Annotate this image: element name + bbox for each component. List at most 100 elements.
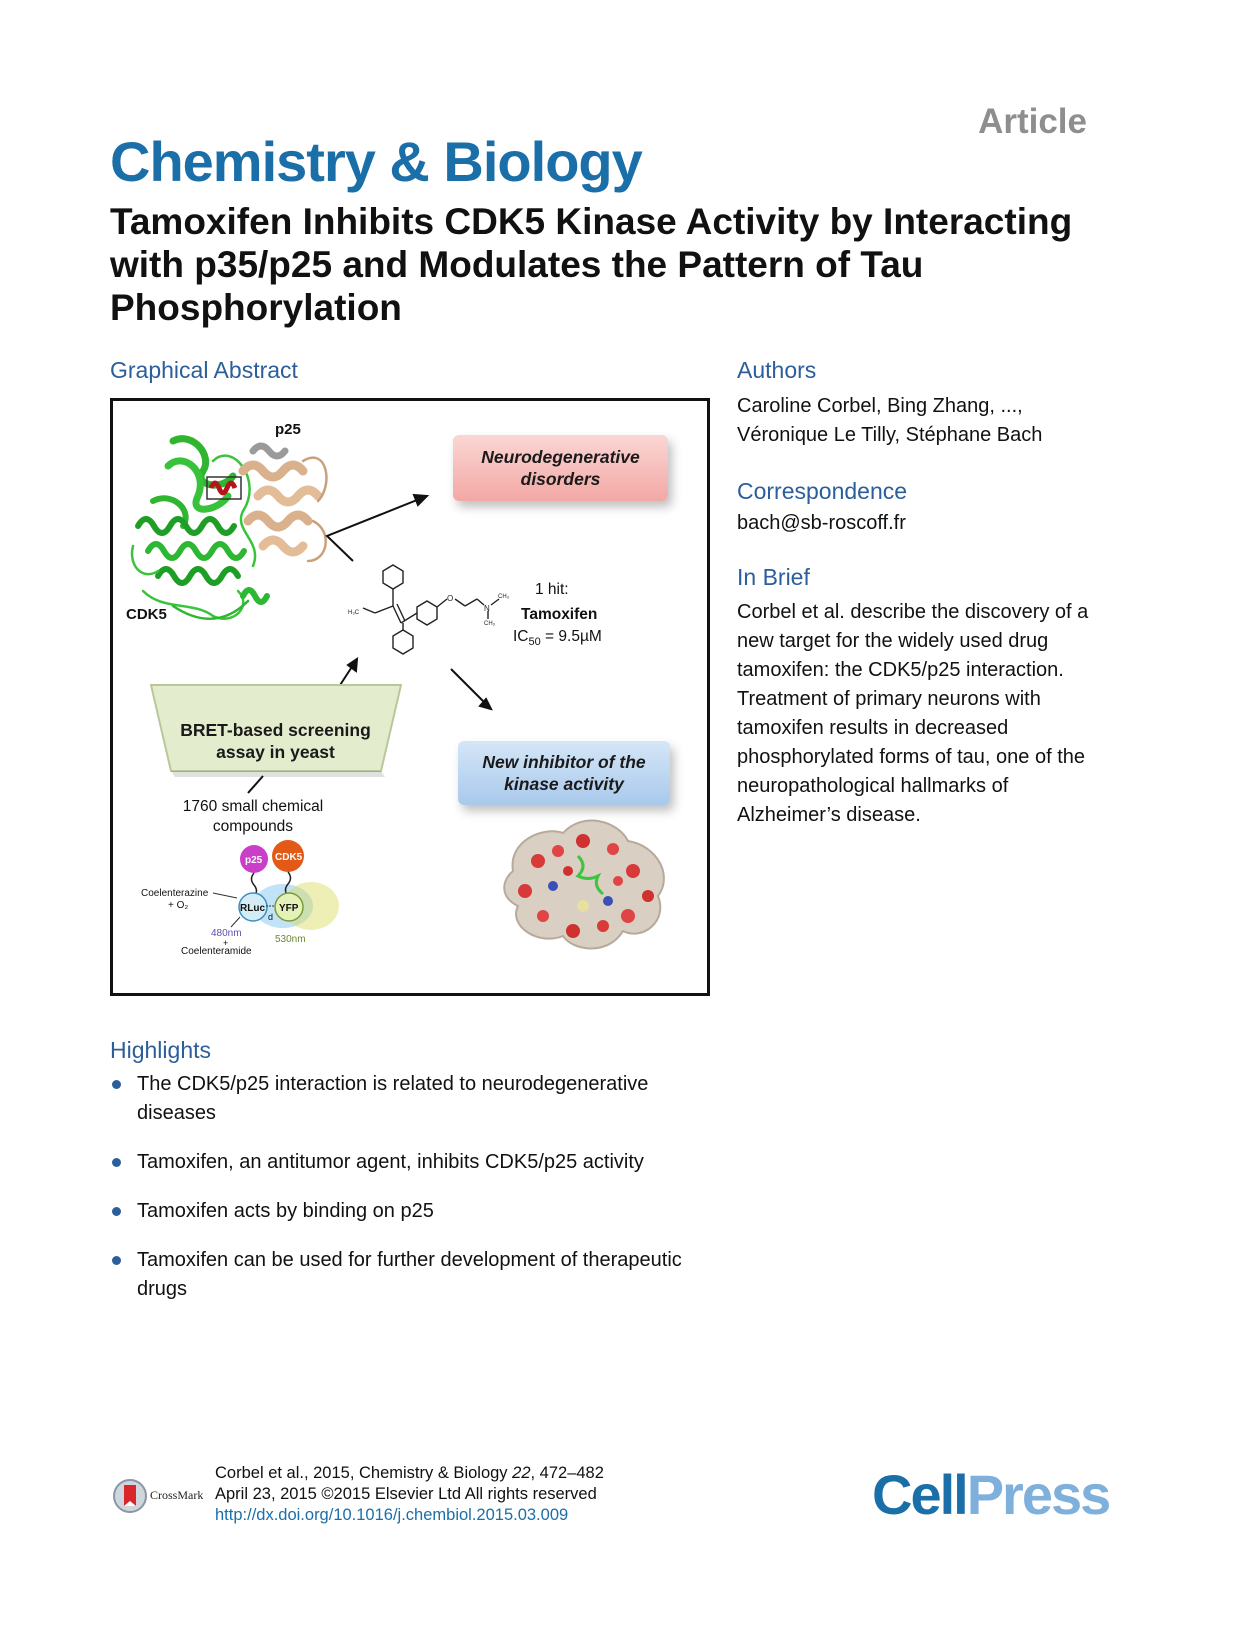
arrows: [247, 493, 493, 794]
citation-line: Corbel et al., 2015, Chemistry & Biology…: [215, 1463, 604, 1484]
citation-prefix: Corbel et al., 2015, Chemistry & Biology: [215, 1464, 513, 1482]
graphical-abstract-svg: p25 CDK5: [126, 421, 665, 957]
yfp-ball-icon: [274, 892, 304, 922]
coelenterazine-label: Coelenterazine: [141, 888, 209, 899]
ic50-sub: 50: [529, 636, 541, 648]
compounds-line1: 1760 small chemical: [182, 798, 324, 815]
yfp-label: YFP: [279, 903, 299, 914]
authors-list: Caroline Corbel, Bing Zhang, ..., Véroni…: [737, 392, 1147, 450]
neurodegenerative-disorders-pill: Neurodegenerative disorders: [453, 435, 668, 501]
bullet-icon: [112, 1207, 121, 1216]
highlights-heading: Highlights: [110, 1037, 211, 1063]
doi-link[interactable]: http://dx.doi.org/10.1016/j.chembiol.201…: [215, 1506, 569, 1524]
bret-line2: assay in yeast: [216, 742, 335, 762]
highlight-text: Tamoxifen can be used for further develo…: [137, 1249, 682, 1300]
arrow-head-neuro: [412, 493, 430, 507]
in-brief-text: Corbel et al. describe the discovery of …: [737, 598, 1147, 830]
arrow-head-bret: [346, 657, 359, 673]
article-type-tag: Article: [978, 102, 1087, 141]
citation-volume: 22: [512, 1464, 531, 1482]
compounds-line2: compounds: [212, 818, 294, 835]
correspondence-email[interactable]: bach@sb-roscoff.fr: [737, 512, 906, 534]
cdk5-label: CDK5: [126, 606, 167, 623]
o2-label: + O₂: [168, 900, 188, 911]
citation-block: Corbel et al., 2015, Chemistry & Biology…: [215, 1463, 604, 1526]
article-title: Tamoxifen Inhibits CDK5 Kinase Activity …: [110, 201, 1073, 328]
chem-h3c-label: H₃C: [348, 610, 360, 616]
red-helix-icon: [208, 480, 238, 496]
bret-assay-label: BRET-based screening assay in yeast: [153, 719, 398, 763]
in-brief-line: tamoxifen results in decreased: [737, 717, 1009, 739]
crossmark-label: CrossMark: [150, 1488, 204, 1502]
highlight-text: The CDK5/p25 interaction is related to n…: [137, 1073, 649, 1124]
rluc-ball-icon: [238, 892, 268, 922]
p25-ball-icon: [240, 845, 268, 873]
bullet-icon: [112, 1080, 121, 1089]
cdk5-protein-icon: [130, 435, 270, 620]
arrow-head-inhibitor: [478, 697, 493, 711]
date-line: April 23, 2015 ©2015 Elsevier Ltd All ri…: [215, 1485, 597, 1503]
compounds-label: 1760 small chemical compounds: [143, 797, 363, 837]
in-brief-heading: In Brief: [737, 564, 810, 590]
ic50-text: IC50 = 9.5µM: [513, 628, 602, 648]
highlight-item: Tamoxifen, an antitumor agent, inhibits …: [110, 1148, 710, 1177]
protein-surface-icon: [503, 819, 665, 950]
journal-name: Chemistry & Biology: [110, 130, 643, 193]
highlight-text: Tamoxifen acts by binding on p25: [137, 1200, 434, 1222]
cdk5-linker: [284, 871, 292, 897]
cellpress-press: Press: [966, 1463, 1112, 1526]
d-label: d: [268, 912, 273, 922]
bret-trapezoid: [149, 684, 403, 772]
cdk5-ball-icon: [272, 840, 304, 872]
coelenterazine-pointer: [212, 892, 238, 899]
in-brief-line: Corbel et al. describe the discovery of …: [737, 601, 1089, 623]
correspondence-heading: Correspondence: [737, 478, 908, 504]
hit-line: 1 hit:: [535, 581, 569, 598]
bullet-icon: [112, 1256, 121, 1265]
bret-shadow: [171, 771, 385, 777]
p25-protein-icon: [238, 442, 328, 563]
highlights-list: The CDK5/p25 interaction is related to n…: [110, 1070, 710, 1324]
bret-line1: BRET-based screening: [180, 720, 371, 740]
rluc-label: RLuc: [240, 903, 265, 914]
in-brief-line: tamoxifen: the CDK5/p25 interaction.: [737, 659, 1064, 681]
plus-label: +: [223, 938, 228, 948]
binding-site-box: [206, 476, 242, 500]
p25-ball-label: p25: [245, 855, 263, 866]
cellpress-logo: CellPress: [872, 1463, 1112, 1526]
compounds-connector: [247, 775, 264, 794]
new-inhibitor-pill: New inhibitor of the kinase activity: [458, 741, 670, 805]
chem-o-label: O: [447, 594, 453, 603]
highlight-text: Tamoxifen, an antitumor agent, inhibits …: [137, 1151, 644, 1173]
in-brief-line: Alzheimer’s disease.: [737, 804, 921, 826]
bret-diagram: [212, 840, 339, 930]
nm530-label: 530nm: [275, 934, 306, 945]
authors-line1: Caroline Corbel, Bing Zhang, ...,: [737, 395, 1023, 417]
citation-pages: , 472–482: [530, 1464, 604, 1482]
in-brief-line: Treatment of primary neurons with: [737, 688, 1041, 710]
graphical-abstract-figure: p25 CDK5: [110, 398, 710, 996]
arrow-to-neuro: [325, 495, 428, 562]
nm480-label: 480nm: [211, 928, 242, 939]
ic50-prefix: IC: [513, 628, 529, 645]
emission-pointer: [230, 916, 241, 928]
coelenteramide-label: Coelenteramide: [181, 946, 252, 957]
hit-name: Tamoxifen: [521, 606, 597, 623]
crossmark-badge[interactable]: CrossMark: [112, 1478, 207, 1514]
chem-n-label: N: [484, 604, 490, 613]
in-brief-line: phosphorylated forms of tau, one of the: [737, 746, 1085, 768]
in-brief-line: new target for the widely used drug: [737, 630, 1049, 652]
cdk5-ball-label: CDK5: [275, 852, 303, 863]
graphical-abstract-heading: Graphical Abstract: [110, 357, 298, 383]
highlight-item: Tamoxifen acts by binding on p25: [110, 1197, 710, 1226]
highlight-item: The CDK5/p25 interaction is related to n…: [110, 1070, 710, 1128]
crossmark-icon: [113, 1479, 147, 1513]
p25-label: p25: [275, 421, 301, 438]
ic50-value: = 9.5µM: [541, 628, 602, 645]
bullet-icon: [112, 1158, 121, 1167]
chem-ch3a-label: CH₃: [498, 594, 510, 600]
highlight-item: Tamoxifen can be used for further develo…: [110, 1246, 710, 1304]
chem-ch3b-label: CH₃: [484, 621, 496, 627]
cellpress-cell: Cell: [872, 1463, 969, 1526]
in-brief-line: neuropathological hallmarks of: [737, 775, 1009, 797]
